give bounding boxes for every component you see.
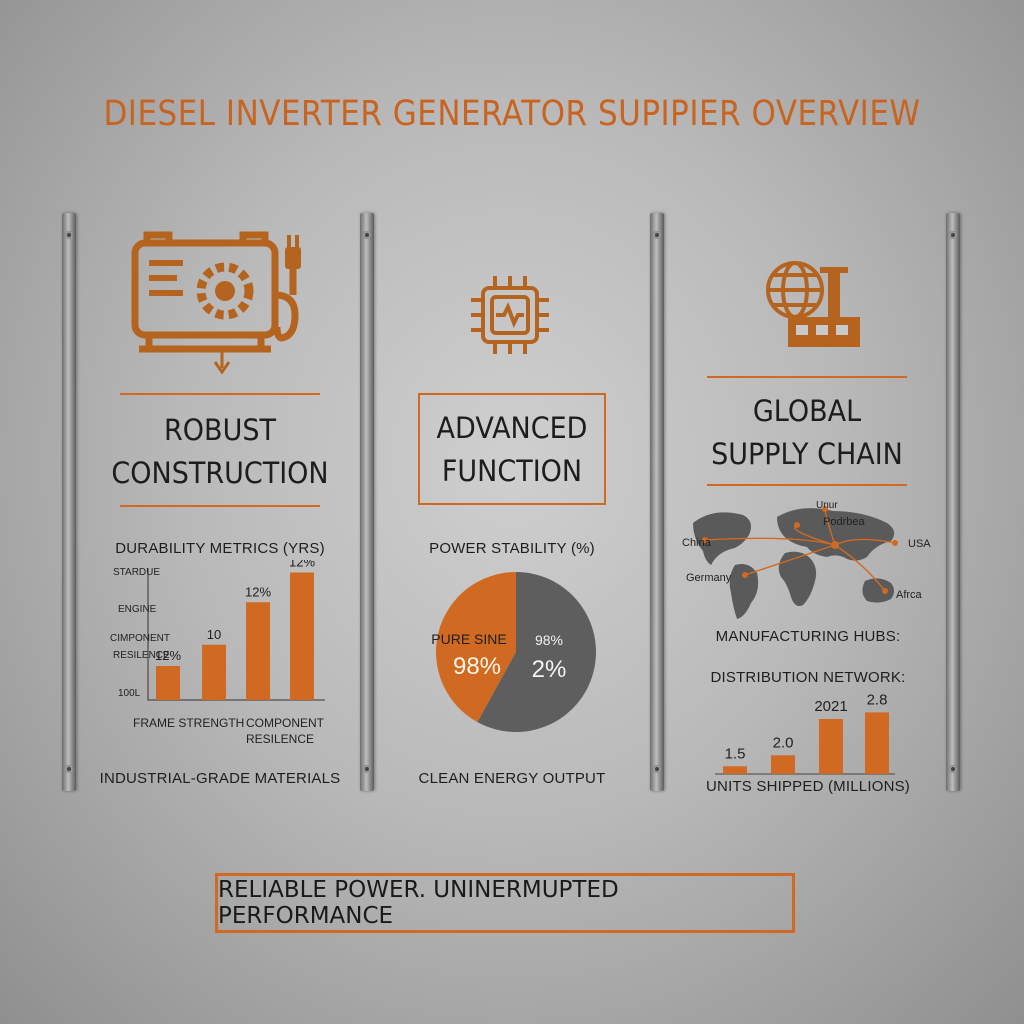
- x-label-1: COMPONENT: [246, 716, 324, 730]
- left-heading: ROBUST CONSTRUCTION: [100, 410, 340, 496]
- arrow-down-icon: [213, 350, 231, 375]
- world-map: [693, 506, 898, 619]
- shipped-bar-1: [771, 755, 795, 774]
- right-heading-line2: SUPPLY CHAIN: [711, 438, 903, 472]
- right-divider-2: [707, 484, 907, 486]
- page-title: DIESEL INVERTER GENERATOR SUPIPIER OVERV…: [103, 93, 921, 135]
- units-shipped-bar-chart: 1.5 2.0 2021 2.8: [715, 691, 895, 775]
- map-label-podrbea: Podrbea: [823, 516, 865, 528]
- durability-bar-label-1: 10: [207, 627, 221, 642]
- map-label-china: China: [682, 537, 711, 549]
- map-label-unur: Unur: [816, 500, 838, 511]
- x-label-0: FRAME STRENGTH: [133, 716, 245, 730]
- shipped-bar-3: [865, 712, 889, 774]
- middle-heading-line1: ADVANCED: [436, 412, 588, 446]
- x-label-2: RESILENCE: [246, 732, 315, 746]
- y-label-2: CIMPONENT: [110, 633, 170, 644]
- pie-slice-label-0: 98%: [453, 653, 501, 680]
- generator-gear-icon: [131, 231, 301, 353]
- footer-tagline: RELIABLE POWER. UNINERMUPTED PERFORMANCE: [215, 873, 795, 933]
- right-chart-title: UNITS SHIPPED (MILLIONS): [706, 778, 910, 795]
- shipped-bar-label-2: 2021: [814, 698, 847, 715]
- y-label-4: 100L: [118, 688, 141, 699]
- shipped-bar-label-1: 2.0: [773, 734, 794, 751]
- power-stability-pie: PURE SINE 98% 98% 2%: [431, 572, 596, 732]
- middle-heading: ADVANCED FUNCTION: [418, 408, 606, 494]
- middle-heading-line2: FUNCTION: [441, 455, 583, 489]
- durability-bar-0: [156, 666, 180, 700]
- shipped-bar-0: [723, 766, 747, 774]
- middle-heading-box: [418, 393, 606, 505]
- middle-caption: CLEAN ENERGY OUTPUT: [418, 770, 606, 787]
- shipped-bar-2: [819, 719, 843, 774]
- map-label-afrca: Afrca: [896, 589, 922, 601]
- network-label: DISTRIBUTION NETWORK:: [710, 669, 906, 686]
- metal-rail-3: [650, 213, 664, 791]
- left-caption: INDUSTRIAL-GRADE MATERIALS: [99, 770, 341, 787]
- map-label-germany: Germany: [686, 572, 732, 584]
- left-heading-line2: CONSTRUCTION: [111, 457, 329, 491]
- durability-bar-label-3: 12%: [289, 560, 315, 570]
- pie-slice-toplabel-1: 98%: [535, 632, 563, 648]
- durability-bar-3: [290, 572, 314, 700]
- metal-rail-2: [360, 213, 374, 791]
- metal-rail-1: [62, 213, 76, 791]
- left-divider-2: [120, 505, 320, 507]
- y-label-3: RESILENCE: [113, 650, 170, 661]
- left-chart-title: DURABILITY METRICS (YRS): [115, 540, 325, 557]
- pie-slice-0: [435, 572, 516, 723]
- metal-rail-4: [946, 213, 960, 791]
- durability-bar-chart: 12% 10 12% 12%: [147, 560, 325, 701]
- map-label-usa: USA: [908, 538, 931, 550]
- right-heading: GLOBAL SUPPLY CHAIN: [687, 391, 927, 477]
- pie-slice-label-1: 2%: [532, 656, 567, 683]
- durability-bar-label-0: 12%: [155, 648, 181, 663]
- left-divider: [120, 393, 320, 395]
- pie-slice-toplabel-0: PURE SINE: [431, 631, 506, 647]
- middle-chart-title: POWER STABILITY (%): [429, 540, 595, 557]
- right-heading-line1: GLOBAL: [752, 395, 862, 429]
- right-divider: [707, 376, 907, 378]
- pie-slice-1: [477, 572, 596, 732]
- y-label-0: STARDUE: [113, 567, 161, 578]
- hubs-label: MANUFACTURING HUBS:: [715, 628, 901, 645]
- shipped-bar-label-0: 1.5: [725, 745, 746, 762]
- durability-bar-1: [202, 644, 226, 700]
- chip-waveform-icon: [471, 276, 549, 354]
- y-label-1: ENGINE: [118, 604, 157, 615]
- durability-bar-2: [246, 602, 270, 700]
- durability-bar-label-2: 12%: [245, 584, 271, 599]
- globe-factory-icon: [766, 261, 860, 347]
- left-heading-line1: ROBUST: [164, 414, 276, 448]
- shipped-bar-label-3: 2.8: [867, 691, 888, 708]
